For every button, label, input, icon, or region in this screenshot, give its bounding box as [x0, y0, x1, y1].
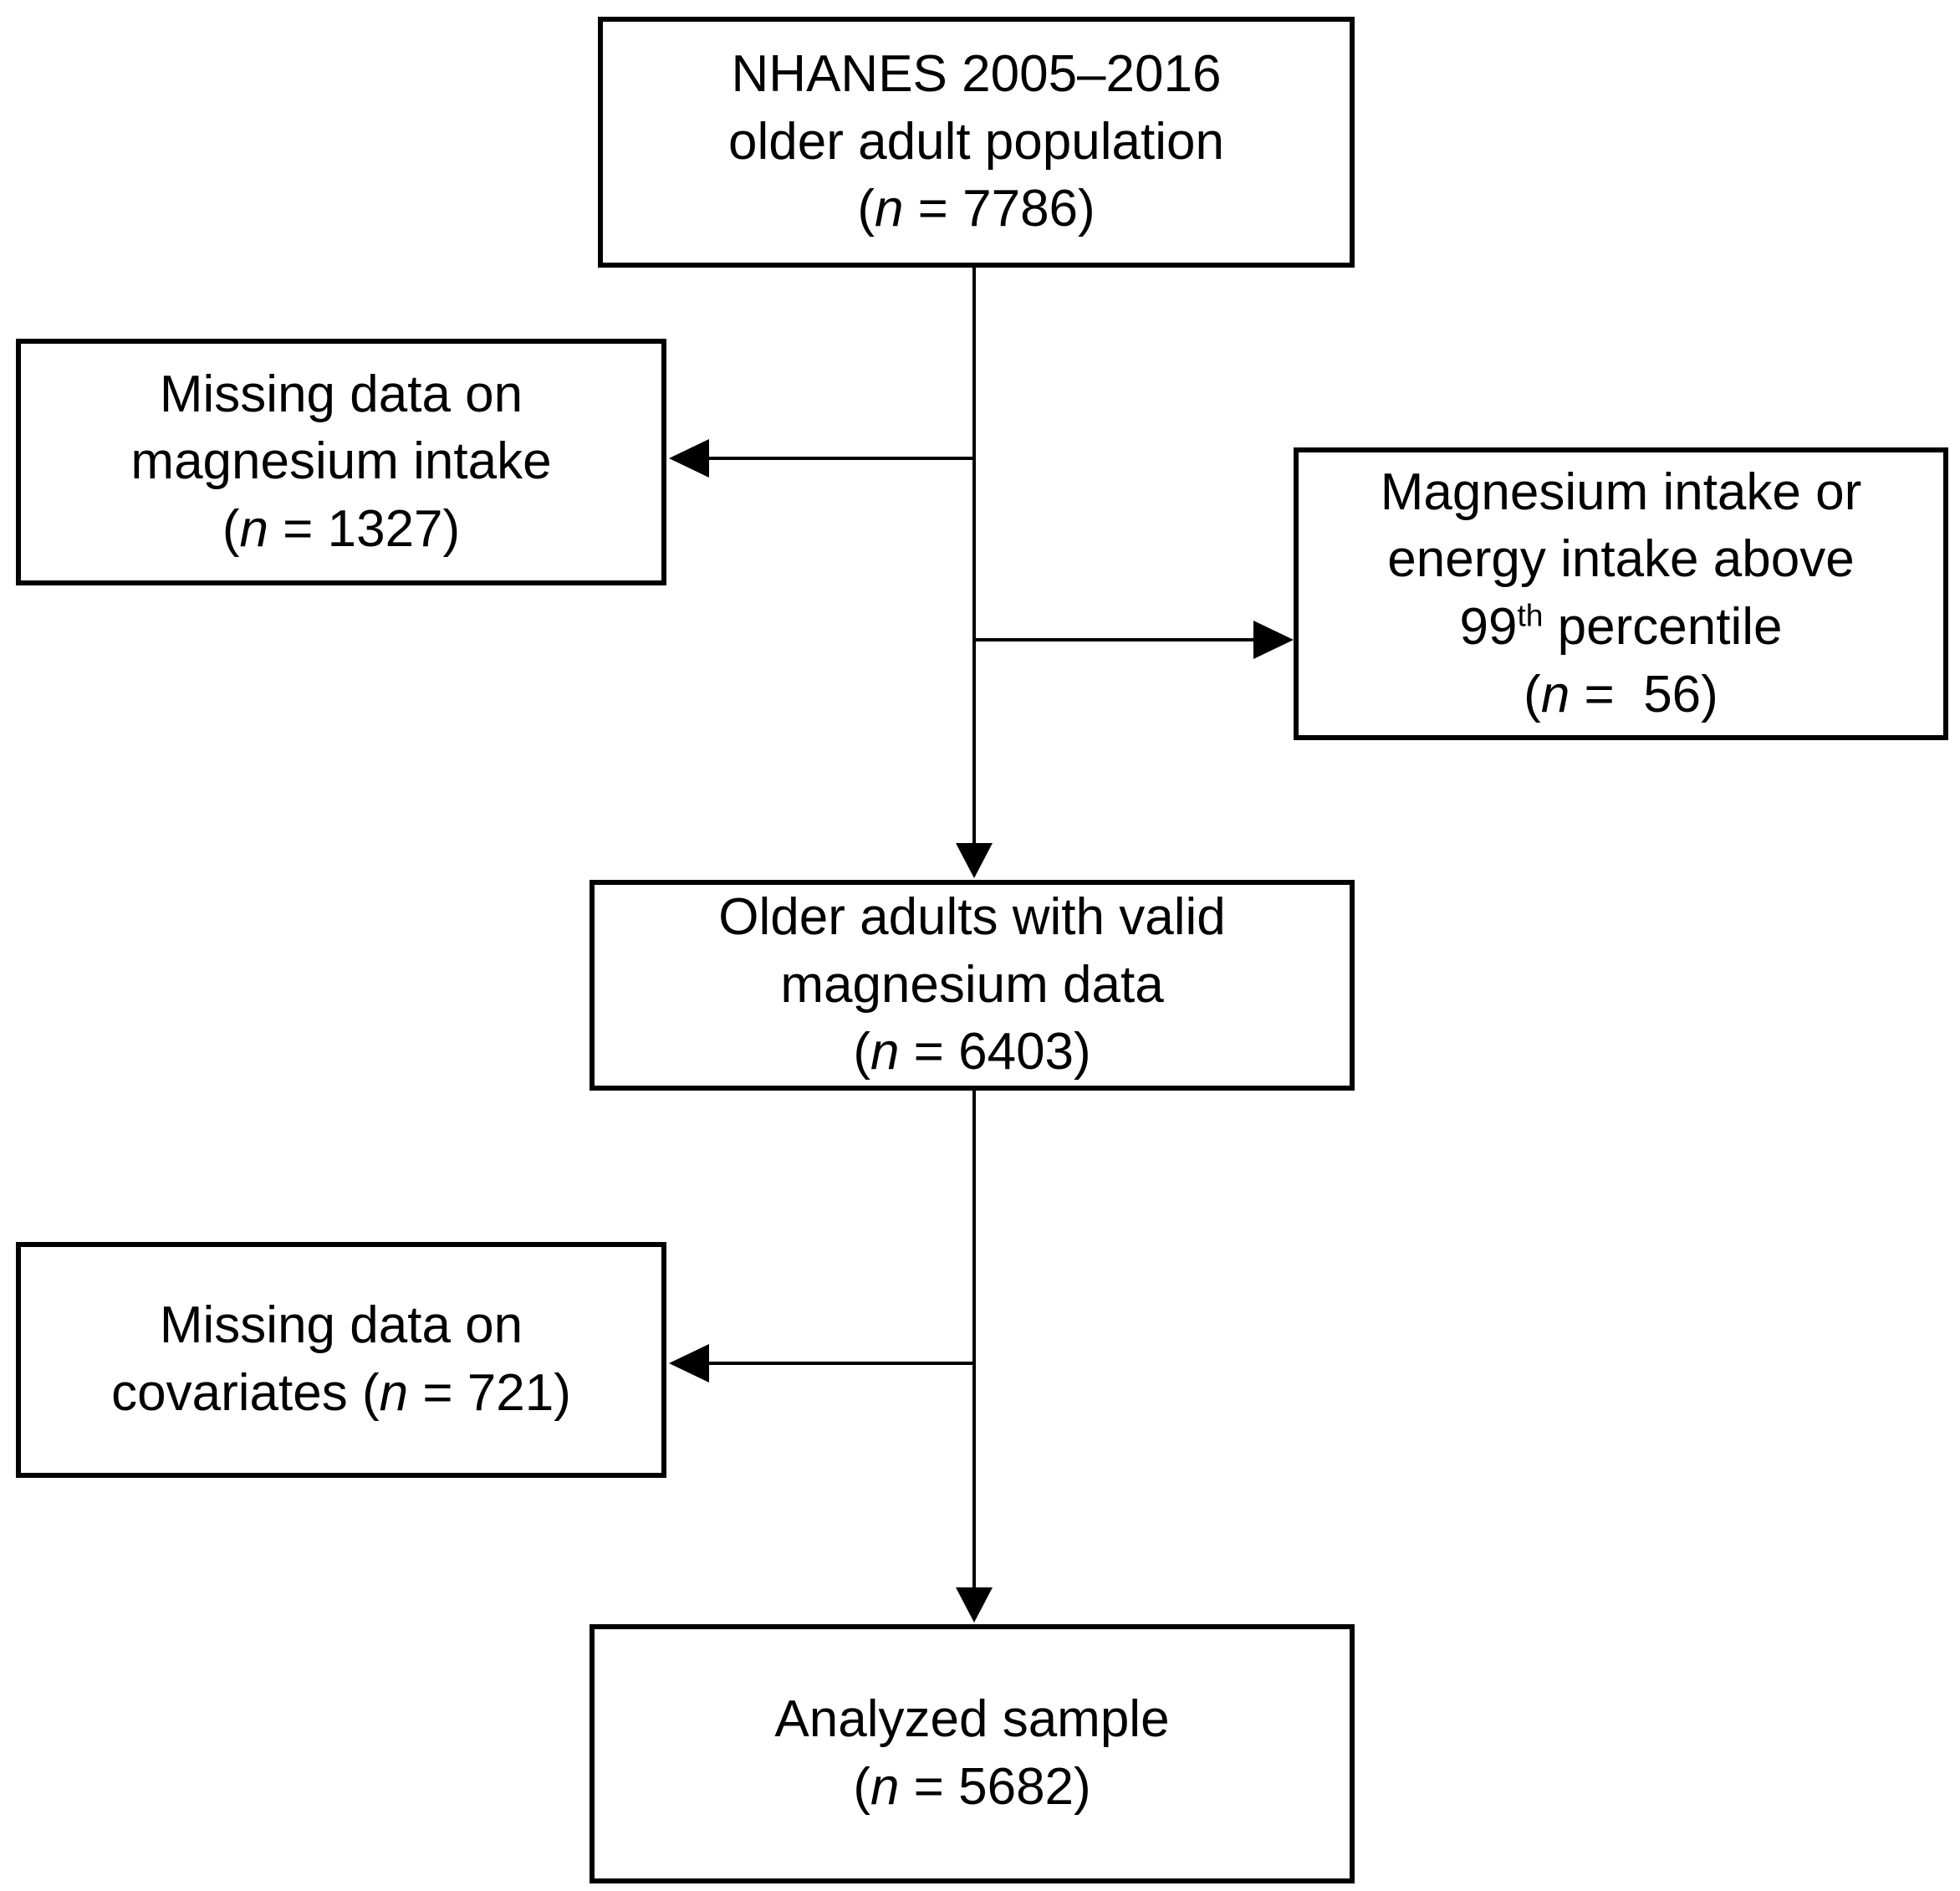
n-symbol: n	[239, 499, 268, 558]
arrowhead-left-missing-magnesium	[669, 439, 709, 478]
n-symbol: n	[870, 1758, 900, 1816]
node-analyzed-nline: (n = 5682)	[853, 1758, 1091, 1816]
n-symbol: n	[379, 1364, 409, 1422]
arrowhead-down-valid	[956, 843, 993, 878]
node-analyzed-sample: Analyzed sample (n = 5682)	[590, 1624, 1355, 1883]
node-above-99th-line3: 99th percentile	[1459, 597, 1783, 656]
node-valid-magnesium-line2: magnesium data	[780, 955, 1164, 1014]
node-missing-magnesium-line2: magnesium intake	[130, 432, 552, 491]
node-population: NHANES 2005–2016 older adult population …	[598, 17, 1355, 268]
node-population-line1: NHANES 2005–2016	[731, 45, 1222, 104]
arrowhead-left-missing-covariates	[669, 1344, 709, 1382]
n-symbol: n	[1540, 665, 1570, 723]
node-above-99th-line2: energy intake above	[1387, 530, 1855, 589]
node-above-99th-line1: Magnesium intake or	[1380, 463, 1862, 521]
node-missing-covariates: Missing data on covariates (n = 721)	[16, 1242, 666, 1478]
node-missing-covariates-line2: covariates (n = 721)	[111, 1364, 571, 1422]
node-missing-covariates-line1: Missing data on	[159, 1296, 523, 1355]
node-population-line2: older adult population	[728, 112, 1224, 171]
n-symbol: n	[870, 1023, 900, 1081]
node-missing-magnesium: Missing data on magnesium intake (n = 13…	[16, 339, 666, 585]
node-valid-magnesium: Older adults with valid magnesium data (…	[590, 880, 1355, 1091]
ordinal-suffix: th	[1517, 597, 1544, 633]
arrowhead-down-analyzed	[956, 1587, 993, 1623]
arrowhead-right-above-99th	[1253, 621, 1294, 659]
node-above-99th-nline: (n = 56)	[1524, 665, 1718, 723]
node-above-99th-percentile: Magnesium intake or energy intake above …	[1294, 447, 1948, 740]
node-missing-magnesium-nline: (n = 1327)	[222, 499, 461, 558]
node-analyzed-line1: Analyzed sample	[774, 1690, 1170, 1749]
node-valid-magnesium-nline: (n = 6403)	[853, 1023, 1091, 1081]
node-missing-magnesium-line1: Missing data on	[159, 365, 523, 423]
node-valid-magnesium-line1: Older adults with valid	[718, 888, 1226, 947]
n-symbol: n	[874, 180, 904, 238]
node-population-nline: (n = 7786)	[857, 180, 1095, 238]
